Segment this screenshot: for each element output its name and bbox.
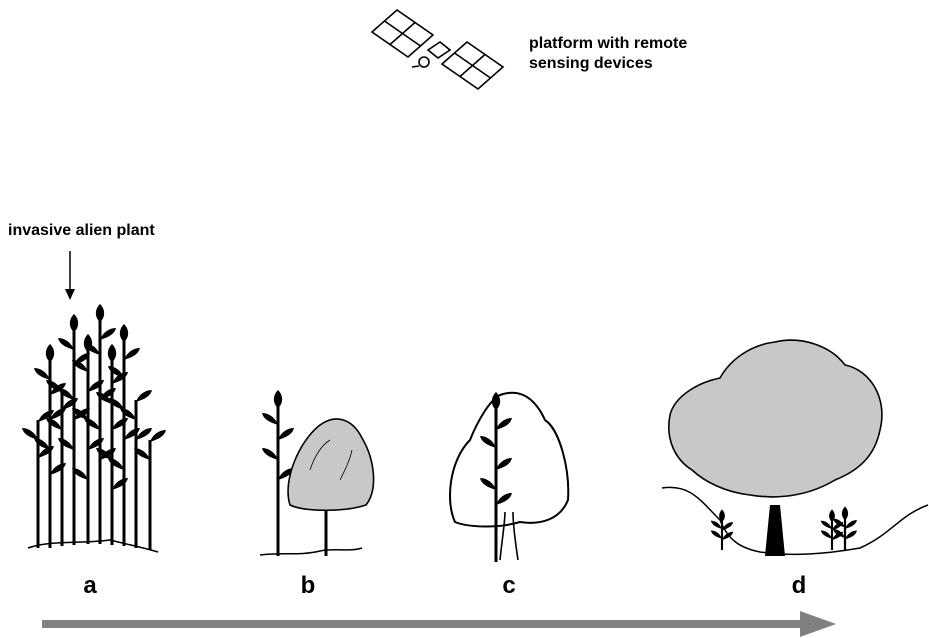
panel-label-a: a — [83, 572, 97, 599]
invasive-plant-label: invasive alien plant — [8, 222, 155, 239]
satellite-label-line2: sensing devices — [529, 55, 653, 72]
satellite-icon — [370, 8, 505, 91]
panel-a-illustration — [22, 304, 166, 553]
panel-label-b: b — [301, 572, 316, 599]
panel-c-illustration — [449, 391, 570, 562]
panel-b-illustration — [259, 390, 375, 556]
panel-d-illustration — [661, 339, 929, 556]
panel-label-d: d — [792, 572, 807, 599]
down-arrow-icon — [65, 251, 75, 300]
satellite-label-line1: platform with remote — [529, 35, 687, 52]
panel-label-c: c — [502, 572, 515, 599]
right-arrow-icon — [42, 611, 836, 637]
